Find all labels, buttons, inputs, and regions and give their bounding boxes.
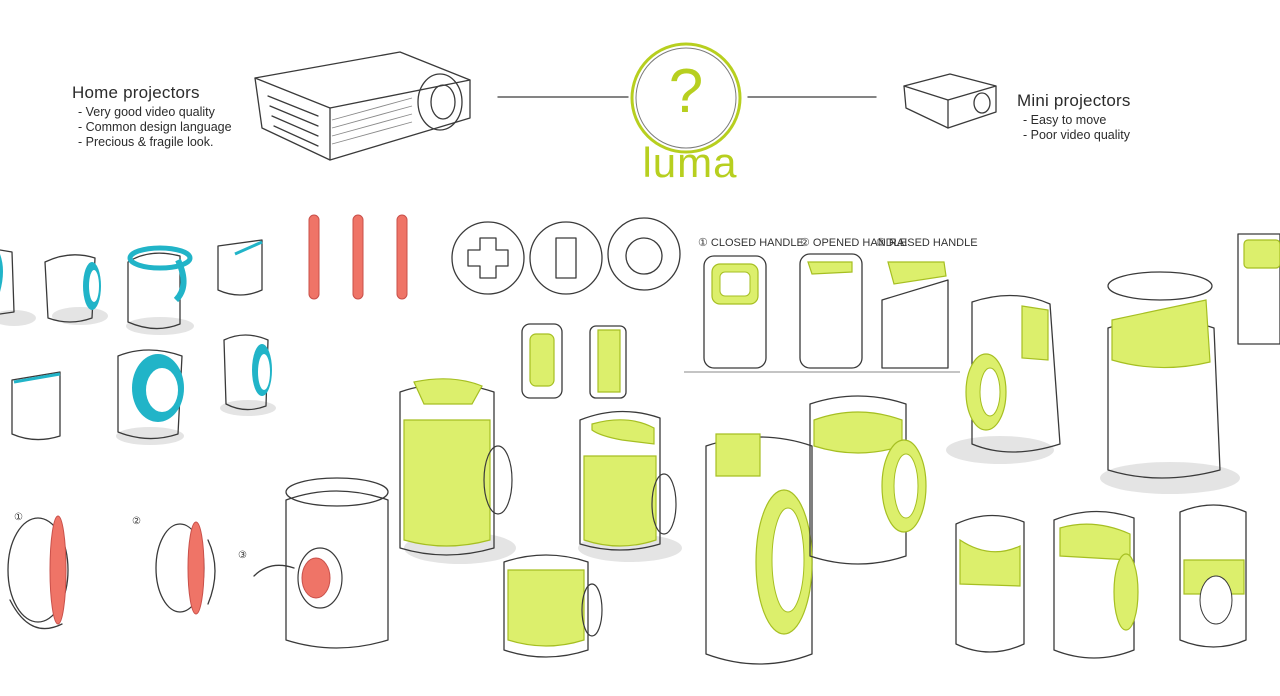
- home-projectors-title: Home projectors: [72, 83, 200, 102]
- base-view-sketches: [451, 217, 681, 295]
- mini-point-1: - Easy to move: [1023, 113, 1107, 127]
- question-mark-icon: ?: [668, 57, 704, 126]
- luma-logo-word: luma: [642, 139, 738, 186]
- handle-variant-sketches: [684, 253, 960, 373]
- raised-handle-label: ③ RAISED HANDLE: [876, 237, 978, 249]
- green-handle-sketches: [399, 233, 1280, 665]
- mini-projectors-points: - Easy to move - Poor video quality: [1017, 113, 1131, 143]
- home-projectors-block: Home projectors - Very good video qualit…: [72, 83, 232, 150]
- home-point-3: - Precious & fragile look.: [78, 135, 214, 149]
- logo-inner-circle: [635, 47, 737, 149]
- focus-ring-sketches: ① ② ③: [7, 477, 389, 649]
- home-point-2: - Common design language: [78, 120, 232, 134]
- coral-strip-sketches: [308, 214, 408, 300]
- handle-annotations: ① CLOSED HANDLE ② OPENED HANDLE ③ RAISED…: [698, 237, 978, 249]
- mini-point-2: - Poor video quality: [1023, 128, 1131, 142]
- mini-projector-sketch: [903, 73, 997, 129]
- mini-projectors-title: Mini projectors: [1017, 91, 1131, 110]
- step2-marker: ②: [132, 516, 141, 527]
- logo-circle: [630, 42, 742, 154]
- opened-handle-label: ② OPENED HANDLE: [800, 237, 907, 249]
- home-point-1: - Very good video quality: [78, 105, 215, 119]
- cyan-handle-sketches: [0, 239, 276, 445]
- mini-projectors-block: Mini projectors - Easy to move - Poor vi…: [1017, 91, 1131, 143]
- home-projectors-points: - Very good video quality - Common desig…: [72, 105, 232, 150]
- small-upright-sketches: [521, 323, 627, 399]
- closed-handle-label: ① CLOSED HANDLE: [698, 237, 804, 249]
- home-projector-sketch: [254, 51, 471, 161]
- step3-marker: ③: [238, 550, 247, 561]
- step1-marker: ①: [14, 512, 23, 523]
